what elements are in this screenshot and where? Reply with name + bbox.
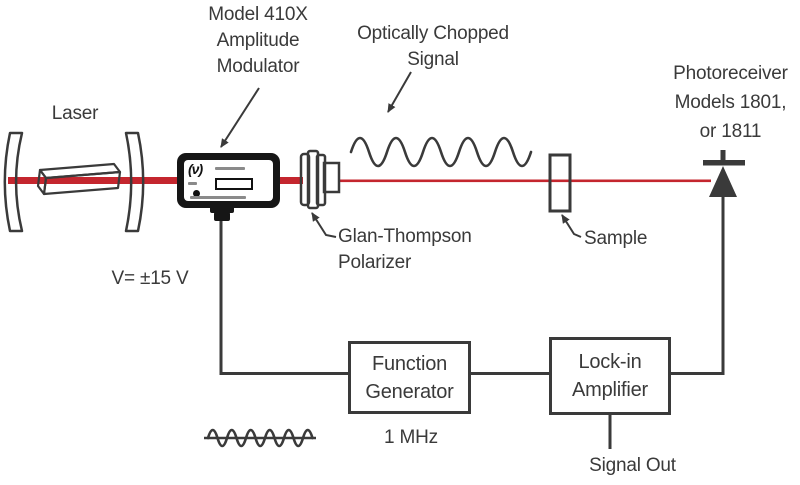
signal-out-label: Signal Out bbox=[589, 455, 676, 476]
polarizer-leader-arrow bbox=[311, 212, 337, 238]
modulator-front-panel: (ν) bbox=[184, 160, 273, 201]
brand-logo-icon: (ν) bbox=[188, 161, 203, 177]
voltage-label: V= ±15 V bbox=[111, 268, 189, 289]
wire-photodiode-to-lockin bbox=[670, 196, 725, 375]
laser-label: Laser bbox=[51, 103, 99, 124]
chopped-signal-label: Optically Chopped Signal bbox=[357, 23, 509, 70]
sample-label: Sample bbox=[584, 228, 648, 249]
modulator-device: (ν) bbox=[177, 153, 280, 208]
wire-modulator-to-generator bbox=[219, 216, 350, 375]
laser-beam-thick bbox=[8, 177, 303, 184]
modulator-label-arrow bbox=[220, 87, 260, 148]
laser-mirror-right bbox=[124, 131, 145, 233]
sample-leader-arrow bbox=[561, 214, 582, 238]
modulator-led-dot bbox=[193, 190, 200, 197]
laser-gain-medium bbox=[36, 162, 122, 196]
drive-sine-wave bbox=[204, 428, 316, 448]
chopped-signal-wave bbox=[349, 136, 533, 168]
photoreceiver-label: Photoreceiver Models 1801, or 1811 bbox=[673, 63, 788, 142]
laser-mirror-left bbox=[3, 131, 24, 233]
modulator-footer-print bbox=[190, 196, 246, 199]
glan-thompson-polarizer bbox=[299, 149, 341, 210]
function-generator-box: Function Generator bbox=[348, 341, 471, 414]
chopped-signal-arrow bbox=[387, 71, 412, 113]
polarizer-label: Glan-Thompson Polarizer bbox=[338, 226, 472, 273]
modulator-label: Model 410X Amplitude Modulator bbox=[208, 4, 308, 77]
lock-in-amplifier-box: Lock-in Amplifier bbox=[549, 337, 671, 415]
sample-cell bbox=[548, 153, 572, 213]
photodiode-symbol bbox=[703, 150, 745, 197]
modulator-small-print bbox=[188, 182, 197, 185]
modulator-model-print bbox=[215, 167, 245, 170]
laser-beam-thin bbox=[338, 179, 711, 183]
modulator-window bbox=[215, 178, 253, 190]
frequency-label: 1 MHz bbox=[384, 427, 438, 448]
